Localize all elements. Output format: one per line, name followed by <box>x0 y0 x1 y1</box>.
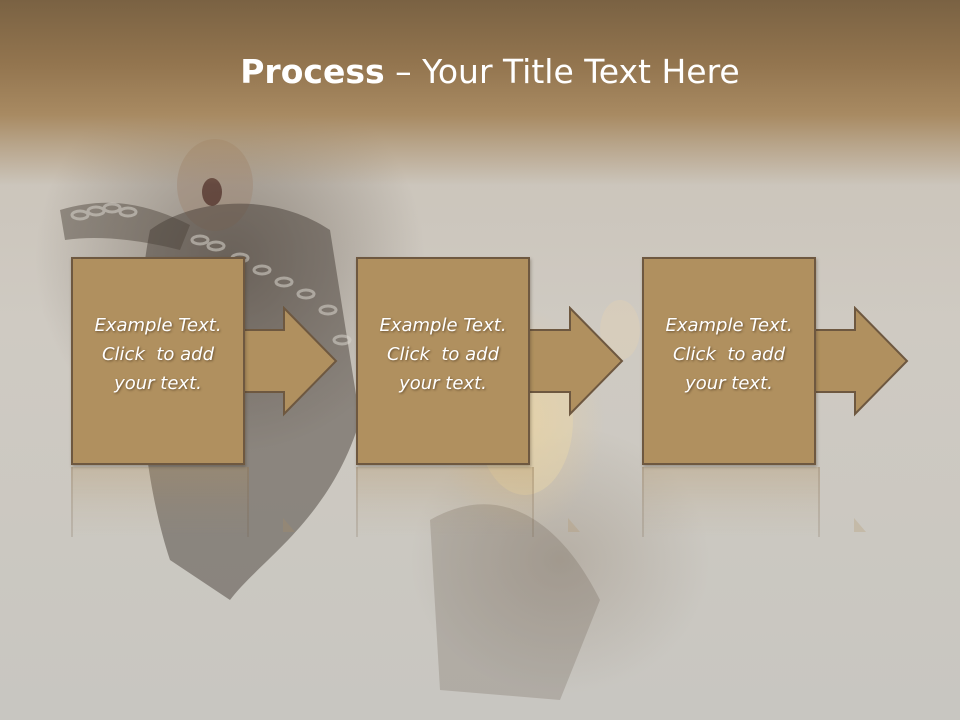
step-2-line-2: Click to add <box>386 343 499 365</box>
arrow-1-icon <box>241 306 338 417</box>
header-band <box>0 0 960 185</box>
step-3-text: Example Text. Click to add your text. <box>649 311 809 398</box>
slide-title-rest: – Your Title Text Here <box>384 52 740 91</box>
step-2-box[interactable]: Example Text. Click to add your text. <box>356 257 530 465</box>
figure-mouth <box>202 178 222 206</box>
step-1-text: Example Text. Click to add your text. <box>78 311 238 398</box>
arrow-2-reflection <box>568 518 580 532</box>
step-2-reflection <box>356 467 534 537</box>
step-1-line-3: your text. <box>114 372 202 394</box>
step-3-box[interactable]: Example Text. Click to add your text. <box>642 257 816 465</box>
step-2-line-1: Example Text. <box>379 314 507 336</box>
chain <box>70 202 352 346</box>
step-3-line-3: your text. <box>685 372 773 394</box>
step-3-line-2: Click to add <box>672 343 785 365</box>
arrow-3-icon <box>812 306 909 417</box>
arrow-1-reflection <box>283 518 295 532</box>
step-1-line-1: Example Text. <box>94 314 222 336</box>
slide-title[interactable]: Process – Your Title Text Here <box>0 52 960 91</box>
step-1-reflection <box>71 467 249 537</box>
figure-lower <box>430 504 600 700</box>
step-2-text: Example Text. Click to add your text. <box>363 311 523 398</box>
step-3-reflection <box>642 467 820 537</box>
step-3-line-1: Example Text. <box>665 314 793 336</box>
glow-small <box>600 300 640 360</box>
arrow-2-icon <box>527 306 624 417</box>
step-1-box[interactable]: Example Text. Click to add your text. <box>71 257 245 465</box>
arrow-3-reflection <box>854 518 866 532</box>
step-1-line-2: Click to add <box>101 343 214 365</box>
slide-title-bold: Process <box>240 52 385 91</box>
step-2-line-3: your text. <box>399 372 487 394</box>
